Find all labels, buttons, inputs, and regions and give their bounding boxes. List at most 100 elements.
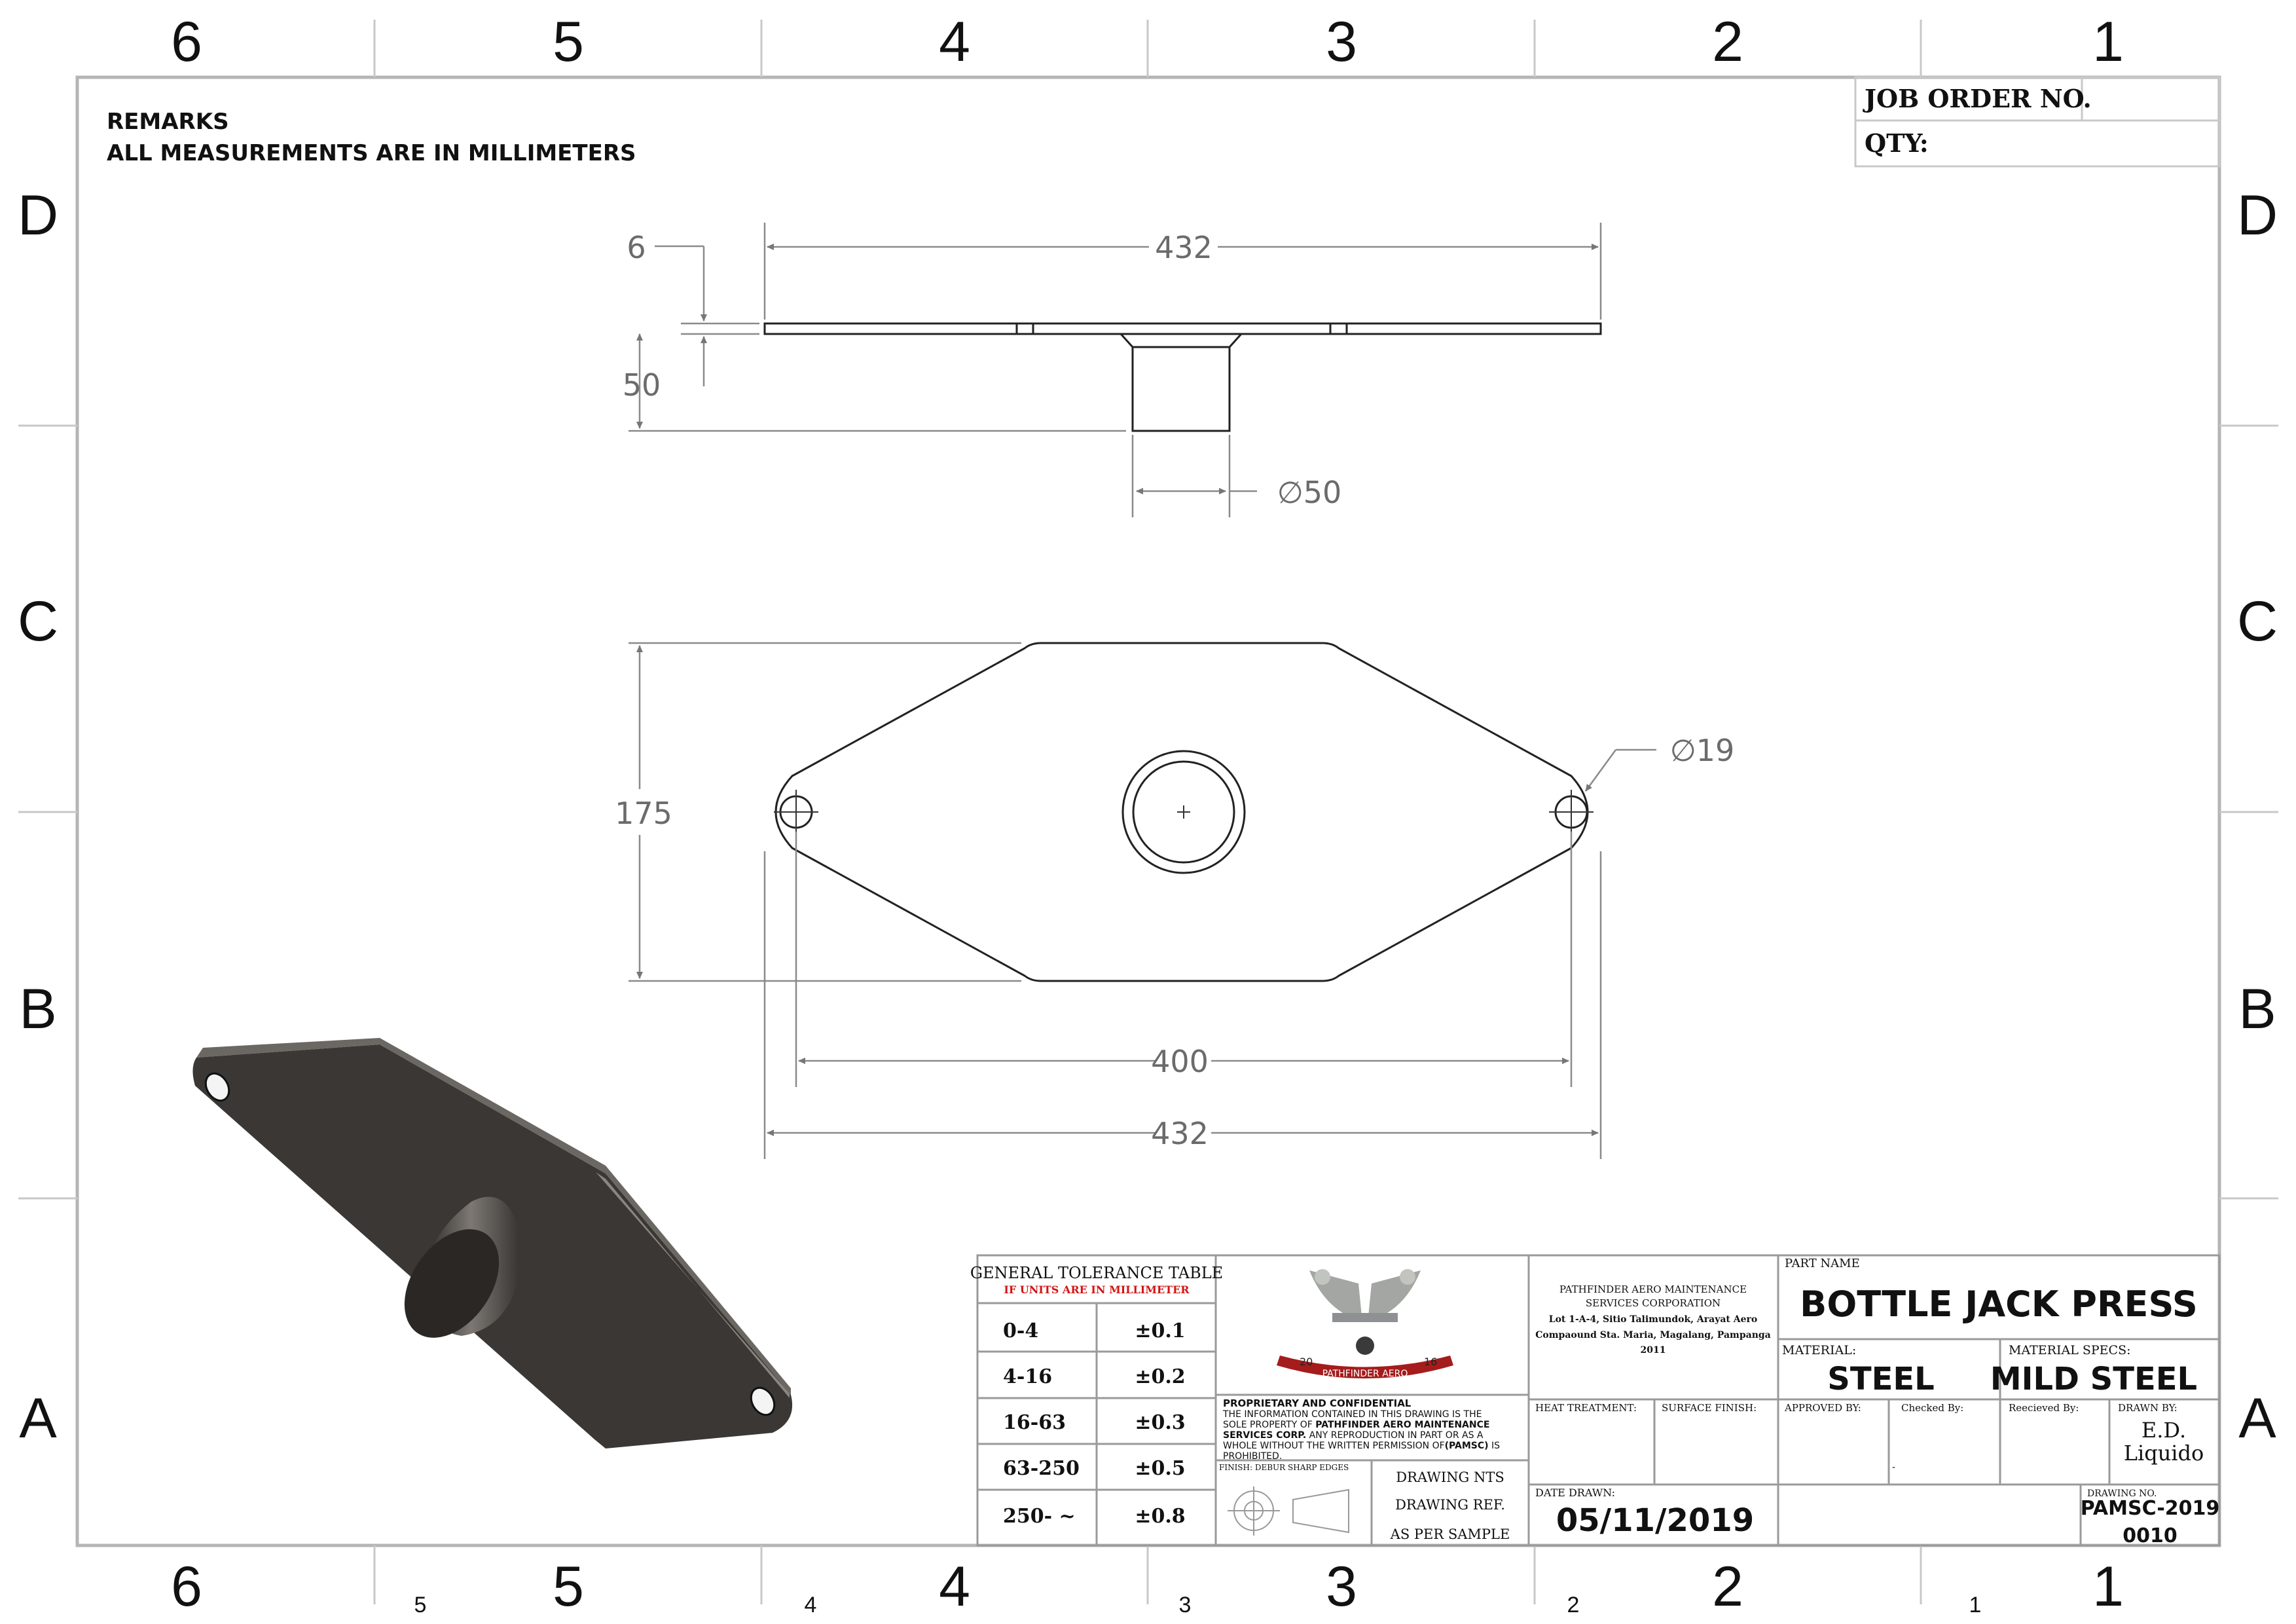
dim-bottom-width: 432 [1151,1116,1209,1151]
zone-ticks [18,20,2278,1604]
zone-col-4-bottom: 4 [939,1555,970,1618]
proprietary-line-3b: ANY REPRODUCTION IN PART OR AS A [1306,1430,1484,1441]
tol-range-4: 63-250 [1003,1457,1080,1480]
zone-col-3-bottom: 3 [1326,1555,1357,1618]
job-order-label: JOB ORDER NO. [1863,84,2092,113]
date-drawn-value: 05/11/2019 [1556,1502,1754,1539]
part-name-label: PART NAME [1785,1257,1860,1270]
remarks-heading: REMARKS [107,109,229,135]
remarks-units: ALL MEASUREMENTS ARE IN MILLIMETERS [107,140,636,166]
material-specs-value: MILD STEEL [1990,1361,2197,1397]
dim-top-width: 432 [1155,230,1212,265]
zone-col-6: 6 [171,10,202,73]
proprietary-heading: PROPRIETARY AND CONFIDENTIAL [1223,1397,1412,1409]
zone-col-1-bottom: 1 [2092,1555,2124,1618]
isometric-view [192,1038,793,1449]
drawn-by-label: DRAWN BY: [2118,1402,2178,1414]
zone-row-b: B [19,978,56,1041]
tol-value-1: ±0.1 [1135,1320,1185,1342]
material-value: STEEL [1827,1361,1934,1397]
proprietary-notice: PROPRIETARY AND CONFIDENTIAL THE INFORMA… [1222,1397,1500,1462]
side-view [763,322,1602,432]
tol-value-2: ±0.2 [1135,1365,1185,1388]
zone-row-b-right: B [2238,978,2276,1041]
drawing-ref: DRAWING REF. [1395,1497,1505,1513]
drawing-no-line-1: PAMSC-2019 [2081,1497,2220,1520]
zone-row-d: D [18,184,58,247]
top-view-dimensions [629,642,1656,1159]
drawing-nts: DRAWING NTS [1396,1469,1504,1485]
zone-col-6-bottom: 6 [171,1555,202,1618]
proprietary-line-4a: WHOLE WITHOUT THE WRITTEN PERMISSION OF [1223,1441,1445,1451]
company-address: PATHFINDER AERO MAINTENANCE SERVICES COR… [1535,1283,1770,1356]
company-line-2: SERVICES CORPORATION [1586,1297,1721,1309]
svg-text:WHOLE WITHOUT THE WRITTEN PERM: WHOLE WITHOUT THE WRITTEN PERMISSION OF(… [1223,1441,1500,1451]
material-label: MATERIAL: [1782,1343,1856,1357]
svg-text:SERVICES CORP. ANY REPRODUCTI: SERVICES CORP. ANY REPRODUCTION IN PART … [1223,1430,1484,1441]
dim-height: 175 [615,796,672,831]
svg-text:SOLE PROPERTY OF PATHFINDER AE: SOLE PROPERTY OF PATHFINDER AERO MAINTEN… [1223,1420,1489,1430]
zone-small-5: 5 [414,1593,427,1617]
tol-range-1: 0-4 [1003,1320,1038,1342]
tolerance-title: GENERAL TOLERANCE TABLE [970,1264,1223,1282]
zone-labels: 6 5 4 3 2 1 6 5 4 3 2 1 5 4 3 2 1 D C B … [18,10,2278,1618]
dim-hole-spacing: 400 [1151,1044,1209,1079]
proprietary-line-5: PROHIBITED. [1223,1451,1282,1462]
company-line-3: Lot 1-A-4, Sitio Talimundok, Arayat Aero [1549,1314,1758,1325]
zone-row-c-right: C [2237,590,2278,653]
tolerance-subtitle: IF UNITS ARE IN MILLIMETER [1004,1283,1190,1296]
checked-by-label: Checked By: [1901,1402,1963,1414]
tol-value-3: ±0.3 [1135,1411,1185,1434]
zone-small-1: 1 [1969,1593,1982,1617]
company-line-1: PATHFINDER AERO MAINTENANCE [1559,1283,1747,1295]
logo-banner-text: PATHFINDER AERO [1322,1369,1408,1379]
tol-range-3: 16-63 [1003,1411,1066,1434]
drawn-by-name-2: Liquido [2124,1441,2204,1466]
proprietary-line-3a: SERVICES CORP. [1223,1430,1306,1441]
proprietary-line-1: THE INFORMATION CONTAINED IN THIS DRAWIN… [1222,1409,1482,1420]
surface-finish-label: SURFACE FINISH: [1662,1402,1757,1414]
material-specs-label: MATERIAL SPECS: [2009,1343,2131,1357]
dim-thickness: 6 [627,230,646,265]
zone-row-a-right: A [2238,1387,2276,1450]
proprietary-line-4b: (PAMSC) [1445,1441,1489,1451]
dim-hole-diameter: ∅19 [1670,733,1735,768]
company-line-4: Compaound Sta. Maria, Magalang, Pampanga [1535,1330,1770,1340]
drawn-by-name-1: E.D. [2141,1418,2186,1443]
zone-small-4: 4 [805,1593,817,1617]
zone-row-a: A [19,1387,57,1450]
side-view-dimensions [629,223,1602,517]
proprietary-line-4c: IS [1489,1441,1501,1451]
zone-col-2-bottom: 2 [1712,1555,1743,1618]
checked-by-value: - [1892,1461,1895,1473]
top-view-centerlines [774,790,1594,834]
job-order-box: JOB ORDER NO. QTY: [1854,76,2221,168]
dim-boss-diameter: ∅50 [1277,475,1342,510]
qty-label: QTY: [1865,128,1929,158]
zone-small-2: 2 [1567,1593,1580,1617]
approved-by-label: APPROVED BY: [1784,1402,1861,1414]
title-block [976,1254,2221,1547]
zone-col-1: 1 [2092,10,2124,73]
proprietary-line-2a: SOLE PROPERTY OF [1223,1420,1315,1430]
zone-col-5-bottom: 5 [553,1555,584,1618]
tol-value-5: ±0.8 [1135,1505,1185,1528]
proprietary-line-2b: PATHFINDER AERO MAINTENANCE [1315,1420,1489,1430]
as-per-sample: AS PER SAMPLE [1390,1526,1510,1542]
zone-row-c: C [18,590,58,653]
tol-value-4: ±0.5 [1135,1457,1185,1480]
finish-note: FINISH: DEBUR SHARP EDGES [1219,1463,1349,1472]
company-line-5: 2011 [1641,1345,1666,1356]
logo-year-right: 16 [1424,1356,1437,1368]
zone-col-3: 3 [1326,10,1357,73]
tol-range-2: 4-16 [1003,1365,1052,1388]
dim-boss-height: 50 [623,367,661,403]
drawing-no-label: DRAWING NO. [2087,1488,2157,1499]
tol-range-5: 250- ~ [1003,1505,1076,1528]
zone-col-2: 2 [1712,10,1743,73]
date-drawn-label: DATE DRAWN: [1535,1486,1615,1499]
zone-small-3: 3 [1179,1593,1192,1617]
company-logo: 20 16 PATHFINDER AERO [1277,1269,1453,1379]
zone-col-4: 4 [939,10,970,73]
